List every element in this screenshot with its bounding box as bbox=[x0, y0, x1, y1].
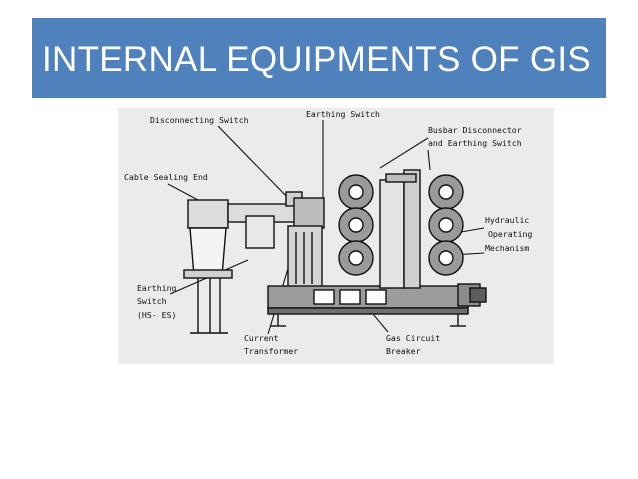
label-switch-left: Switch bbox=[137, 296, 167, 306]
label-mechanism: Mechanism bbox=[485, 243, 529, 253]
slide-title: INTERNAL EQUIPMENTS OF GIS bbox=[42, 40, 592, 79]
label-gas-circuit: Gas Circuit bbox=[386, 333, 440, 343]
label-earthing-switch-top: Earthing Switch bbox=[306, 109, 380, 119]
earthing-switch-body bbox=[293, 197, 325, 229]
label-current: Current bbox=[244, 333, 279, 343]
label-cable-sealing-end: Cable Sealing End bbox=[124, 172, 208, 182]
label-busbar-earthing: and Earthing Switch bbox=[428, 138, 522, 148]
label-disconnecting-switch: Disconnecting Switch bbox=[150, 115, 249, 125]
label-breaker: Breaker bbox=[386, 346, 421, 356]
label-hydraulic: Hydraulic bbox=[485, 215, 529, 225]
label-busbar-disconnector: Busbar Disconnector bbox=[428, 125, 522, 135]
busbar-discs bbox=[338, 174, 464, 276]
label-transformer: Transformer bbox=[244, 346, 298, 356]
current-transformer bbox=[287, 225, 323, 289]
breaker-column bbox=[379, 179, 405, 289]
cable-sealing-end-housing bbox=[187, 199, 229, 229]
title-bar bbox=[32, 18, 606, 98]
disconnecting-switch-drive bbox=[245, 215, 275, 249]
label-operating: Operating bbox=[488, 229, 532, 239]
label-hs-es: (HS- ES) bbox=[137, 310, 176, 320]
gis-equipment-diagram: Disconnecting Switch Earthing Switch Bus… bbox=[118, 108, 554, 364]
gis-equipment-drawing bbox=[183, 169, 487, 334]
label-earthing-left: Earthing bbox=[137, 283, 177, 293]
cable-sealing-end-cone bbox=[189, 227, 227, 277]
